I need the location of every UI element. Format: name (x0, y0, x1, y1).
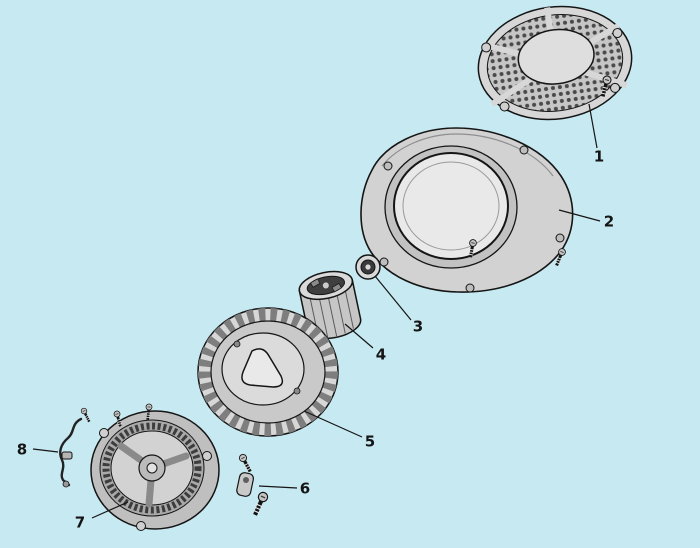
leader-lines (32, 103, 601, 519)
leader-line-4 (344, 323, 374, 349)
part-recoil-starter (90, 402, 220, 531)
leader-line-1 (588, 103, 598, 149)
screw-icon (251, 491, 269, 517)
part-starter-spring (59, 405, 93, 488)
part-fan-cover-plate (477, 5, 633, 121)
leader-line-2 (558, 209, 601, 222)
part-blower-housing (360, 127, 574, 293)
leader-line-3 (374, 275, 412, 321)
part-flywheel-fan (197, 307, 339, 437)
part-pawl-bolt-kit (236, 451, 269, 517)
screw-icon (236, 451, 255, 475)
leader-line-6 (258, 485, 298, 489)
leader-line-5 (303, 410, 363, 438)
leader-line-7 (91, 501, 129, 519)
part-washer-cup (355, 254, 381, 280)
screw-icon (78, 405, 93, 425)
leader-line-8 (32, 448, 59, 453)
